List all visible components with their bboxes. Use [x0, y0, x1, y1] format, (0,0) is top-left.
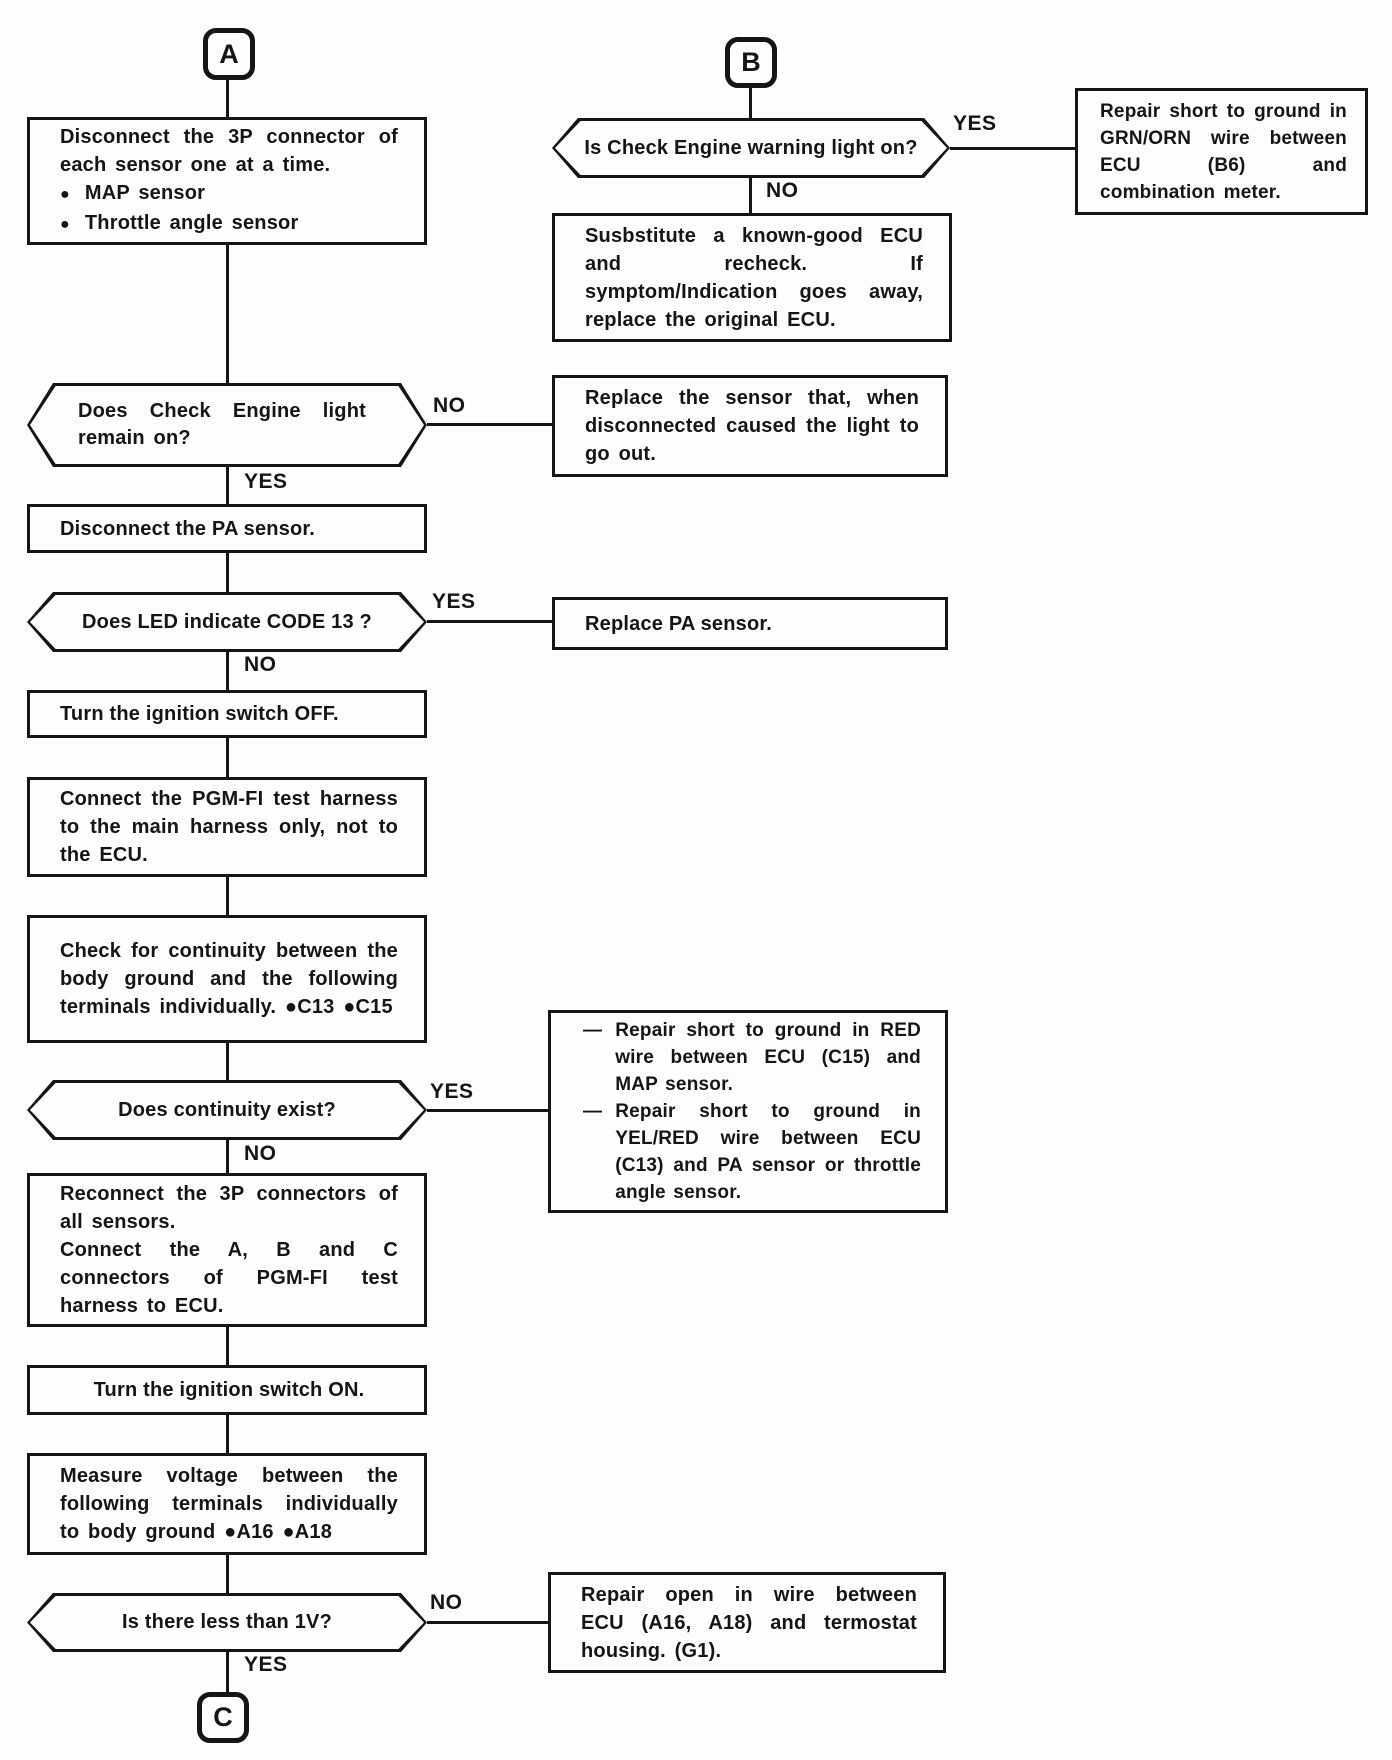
process-text: Susbstitute a known-good ECU and recheck…	[585, 224, 923, 331]
connector-line	[226, 1415, 229, 1453]
decision-less-than-1v: Is there less than 1V?	[27, 1593, 427, 1652]
edge-label-no: NO	[244, 653, 277, 676]
process-ignition-switch-off: Turn the ignition switch OFF.	[27, 690, 427, 738]
edge-label-yes: YES	[244, 1653, 288, 1676]
connector-line	[226, 467, 229, 504]
connector-line	[226, 738, 229, 777]
decision-check-engine-warning-light: Is Check Engine warning light on?	[552, 118, 950, 178]
process-disconnect-3p-connector: Disconnect the 3P connector of each sens…	[27, 117, 427, 245]
connector-line	[427, 1621, 548, 1624]
terminal-a-label: A	[219, 38, 239, 69]
edge-label-no: NO	[244, 1142, 277, 1165]
list-item-label: Repair short to ground in YEL/RED wire b…	[615, 1101, 921, 1203]
edge-label-yes: YES	[430, 1080, 474, 1103]
process-disconnect-pa-sensor: Disconnect the PA sensor.	[27, 504, 427, 553]
process-text: Connect the A, B and C connectors of PGM…	[60, 1239, 398, 1317]
edge-label-yes: YES	[953, 112, 997, 135]
connector-line	[427, 423, 552, 426]
edge-label-no: NO	[430, 1591, 463, 1614]
process-repair-grn-orn-wire: Repair short to ground in GRN/ORN wire b…	[1075, 88, 1368, 215]
edge-label-no: NO	[433, 394, 466, 417]
process-reconnect-3p-connectors: Reconnect the 3P connectors of all senso…	[27, 1173, 427, 1327]
process-text: Repair open in wire between ECU (A16, A1…	[581, 1583, 917, 1662]
process-text: Replace PA sensor.	[585, 612, 773, 635]
terminal-c-label: C	[213, 1702, 233, 1732]
decision-text: Is there less than 1V?	[121, 1611, 333, 1633]
edge-label-no: NO	[766, 179, 799, 202]
connector-line	[749, 88, 752, 118]
terminal-c: C	[197, 1692, 249, 1743]
decision-text: Does Check Engine light remain on?	[78, 400, 366, 449]
connector-line	[226, 877, 229, 915]
process-text: Disconnect the 3P connector of each sens…	[60, 126, 398, 176]
edge-label-yes: YES	[432, 590, 476, 613]
edge-label-yes: YES	[244, 470, 288, 493]
decision-text: Is Check Engine warning light on?	[584, 136, 918, 159]
process-text: Connect the PGM-FI test harness to the m…	[60, 788, 398, 866]
connector-line	[226, 1043, 229, 1080]
decision-continuity-exist: Does continuity exist?	[27, 1080, 427, 1140]
connector-line	[950, 147, 1075, 150]
process-replace-sensor: Replace the sensor that, when disconnect…	[552, 375, 948, 477]
process-check-continuity: Check for continuity between the body gr…	[27, 915, 427, 1043]
process-measure-voltage: Measure voltage between the following te…	[27, 1453, 427, 1555]
process-text: Reconnect the 3P connectors of all senso…	[60, 1183, 398, 1233]
connector-line	[749, 178, 752, 213]
list-item: ● MAP sensor	[60, 179, 398, 209]
process-replace-pa-sensor: Replace PA sensor.	[552, 597, 948, 650]
connector-line	[226, 1555, 229, 1593]
process-repair-short-list: — Repair short to ground in RED wire bet…	[548, 1010, 948, 1213]
process-ignition-switch-on: Turn the ignition switch ON.	[27, 1365, 427, 1415]
dash-icon: —	[583, 1101, 603, 1122]
list-item: — Repair short to ground in YEL/RED wire…	[583, 1098, 921, 1206]
connector-line	[226, 1140, 229, 1173]
process-text: Turn the ignition switch ON.	[93, 1379, 365, 1401]
connector-line	[226, 652, 229, 690]
connector-line	[226, 245, 229, 383]
process-text: Disconnect the PA sensor.	[60, 517, 316, 540]
process-text: Measure voltage between the following te…	[60, 1465, 398, 1543]
bullet-icon: ●	[60, 186, 70, 203]
bullet-icon: ●	[60, 216, 70, 233]
connector-line	[226, 1327, 229, 1365]
decision-text: Does continuity exist?	[118, 1098, 336, 1121]
dash-icon: —	[583, 1020, 603, 1041]
connector-line	[226, 553, 229, 592]
terminal-a: A	[203, 28, 255, 80]
decision-text: Does LED indicate CODE 13 ?	[82, 610, 372, 633]
process-text: Replace the sensor that, when disconnect…	[585, 387, 919, 465]
process-text: Check for continuity between the body gr…	[60, 940, 398, 1018]
process-text: Repair short to ground in GRN/ORN wire b…	[1100, 100, 1347, 203]
list-item: — Repair short to ground in RED wire bet…	[583, 1017, 921, 1098]
decision-led-code-13: Does LED indicate CODE 13 ?	[27, 592, 427, 652]
terminal-b: B	[725, 37, 777, 88]
list-item-label: Throttle angle sensor	[84, 212, 299, 234]
connector-line	[427, 620, 552, 623]
process-substitute-ecu: Susbstitute a known-good ECU and recheck…	[552, 213, 952, 342]
list-item: ● Throttle angle sensor	[60, 209, 398, 239]
connector-line	[427, 1109, 548, 1112]
process-text: Turn the ignition switch OFF.	[60, 703, 339, 725]
process-connect-test-harness: Connect the PGM-FI test harness to the m…	[27, 777, 427, 877]
connector-line	[226, 80, 229, 117]
process-repair-open-wire: Repair open in wire between ECU (A16, A1…	[548, 1572, 946, 1673]
list-item-label: Repair short to ground in RED wire betwe…	[615, 1020, 921, 1095]
terminal-b-label: B	[741, 47, 761, 77]
connector-line	[226, 1652, 229, 1692]
list-item-label: MAP sensor	[84, 182, 206, 204]
decision-check-engine-light-remain: Does Check Engine light remain on?	[27, 383, 427, 467]
